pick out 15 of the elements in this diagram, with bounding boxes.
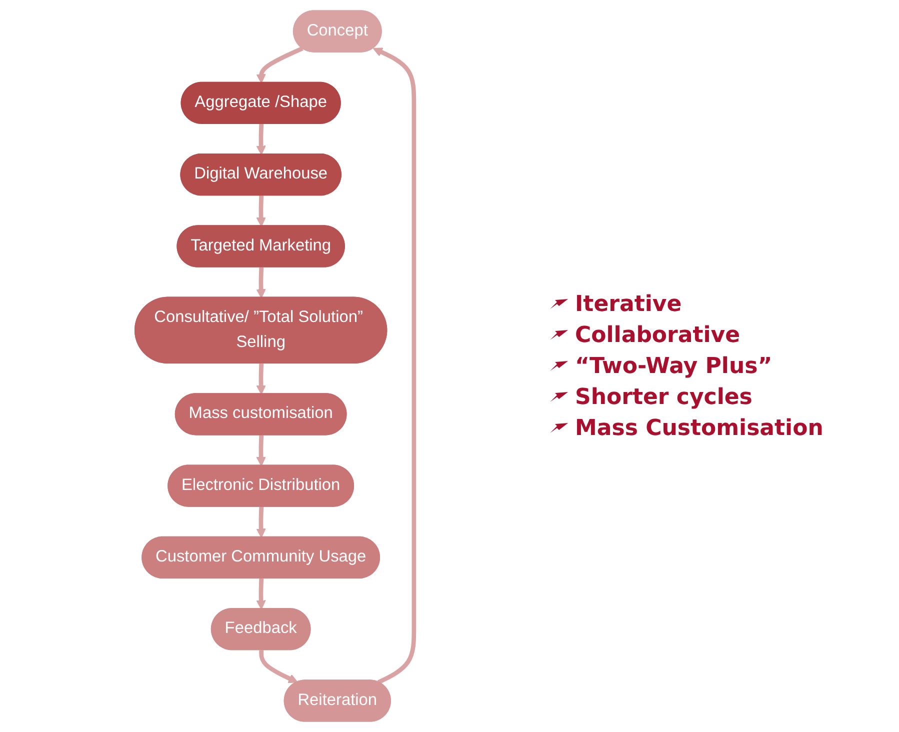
arrow [256, 363, 266, 395]
bullet-text: Mass Customisation [575, 416, 824, 440]
arrow [259, 650, 298, 683]
bullet-text: “Two-Way Plus” [575, 354, 772, 378]
arrow [256, 124, 266, 156]
arrow [256, 196, 266, 227]
arrow [256, 46, 304, 84]
arrow [372, 48, 416, 684]
bullet-text: Shorter cycles [575, 384, 752, 410]
arrow [256, 578, 266, 610]
bullet-text: Iterative [575, 292, 682, 316]
arrow [256, 435, 266, 466]
arrow [256, 267, 266, 298]
bullet-text: Collaborative [575, 322, 740, 348]
arrow [256, 506, 266, 538]
